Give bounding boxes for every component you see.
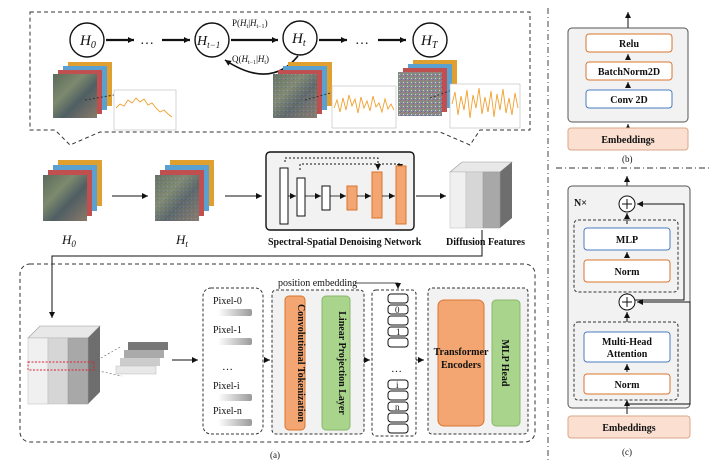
- pixel-item-label: Pixel-0: [213, 296, 242, 307]
- features-label: Diffusion Features: [446, 237, 525, 248]
- classifier-group: Pixel-0 Pixel-1 … Pixel-i Pixel-n positi…: [19, 263, 536, 460]
- token-index: i: [396, 380, 399, 390]
- repeat-label: N×: [574, 198, 587, 209]
- pixel-bar: [218, 419, 252, 426]
- pixel-bar: [218, 338, 252, 345]
- pixel-item-label: …: [222, 361, 233, 373]
- linear-projection-label: Linear Projection Layer: [336, 311, 347, 415]
- state-ht-label: Ht: [291, 31, 306, 49]
- pixel-item-label: Pixel-1: [213, 325, 242, 336]
- panel-c-mlp: MLP: [616, 235, 638, 246]
- ht-label: Ht: [175, 232, 188, 249]
- panel-b: Relu BatchNorm2D Conv 2D Embeddings (b): [567, 12, 689, 164]
- transformer-label-line1: Transformer: [434, 347, 489, 358]
- token-column: 0 1 … i n: [371, 289, 417, 437]
- pixel-list: Pixel-0 Pixel-1 … Pixel-i Pixel-n: [202, 287, 264, 435]
- denoising-network: [265, 151, 415, 231]
- reverse-transition-label: Q(Ht−1|Ht): [232, 54, 269, 66]
- position-embedding-label: position embedding: [278, 278, 357, 289]
- forward-transition-label: P(Ht|Ht−1): [232, 18, 268, 30]
- panel-c-norm-top: Norm: [615, 267, 641, 278]
- panel-c-norm-bottom: Norm: [615, 380, 641, 391]
- panel-c: N× MLP Norm Multi-Head Attention Norm Em…: [567, 176, 691, 457]
- caption-c: (c): [622, 447, 632, 457]
- pixel-bar: [218, 309, 252, 316]
- transformer-label-line2: Encoders: [441, 360, 481, 371]
- pipeline-group: H0 Ht Spectra: [43, 151, 525, 249]
- top-image-stack-1: [53, 62, 112, 118]
- pixel-bar: [218, 394, 252, 401]
- top-image-stack-2: [273, 62, 332, 118]
- top-spectrum-3: [449, 83, 521, 129]
- token-index: 0: [395, 305, 400, 315]
- diffusion-process-group: H0 … Ht−1 P(Ht|Ht−1) Q(Ht−1|Ht) Ht … HT: [29, 11, 531, 146]
- ellipsis-2: …: [355, 33, 369, 48]
- token-index: 1: [396, 327, 401, 337]
- state-ht-minus-1: Ht−1: [194, 22, 230, 58]
- attention-label-line1: Multi-Head: [602, 337, 652, 348]
- panel-c-embeddings: Embeddings: [602, 423, 655, 434]
- caption-b: (b): [622, 154, 633, 164]
- relu-label: Relu: [619, 39, 639, 50]
- state-ht: Ht: [282, 20, 318, 56]
- ht-image-stack: [155, 160, 214, 221]
- top-image-stack-3: [398, 60, 457, 116]
- h0-label: H0: [61, 232, 76, 249]
- input-feature-cube: [27, 325, 101, 405]
- batchnorm-label: BatchNorm2D: [598, 67, 660, 78]
- token-index: n: [395, 402, 400, 412]
- conv-tokenization-label: Convolutional Tokenization: [295, 304, 306, 423]
- pixel-item-label: Pixel-n: [213, 406, 242, 417]
- network-label: Spectral-Spatial Denoising Network: [268, 237, 422, 248]
- conv2d-label: Conv 2D: [610, 95, 648, 106]
- caption-a: (a): [270, 450, 280, 460]
- attention-label-line2: Attention: [607, 349, 648, 360]
- state-h0: H0: [69, 22, 105, 58]
- pixel-item-label: Pixel-i: [213, 381, 240, 392]
- pixel-slices: [115, 342, 168, 375]
- diffusion-features-cube: [449, 161, 513, 229]
- tokenization-block: position embedding Convolutional Tokeniz…: [271, 278, 401, 435]
- top-spectrum-2: [331, 85, 397, 129]
- top-spectrum-1: [113, 89, 177, 131]
- mlp-head-label: MLP Head: [499, 340, 510, 387]
- panel-b-embeddings: Embeddings: [601, 135, 654, 146]
- token-ellipsis: …: [391, 363, 402, 375]
- ellipsis-1: …: [140, 33, 154, 48]
- h0-image-stack: [43, 160, 102, 221]
- state-hT: HT: [412, 22, 448, 58]
- transformer-block: Transformer Encoders MLP Head: [427, 287, 529, 435]
